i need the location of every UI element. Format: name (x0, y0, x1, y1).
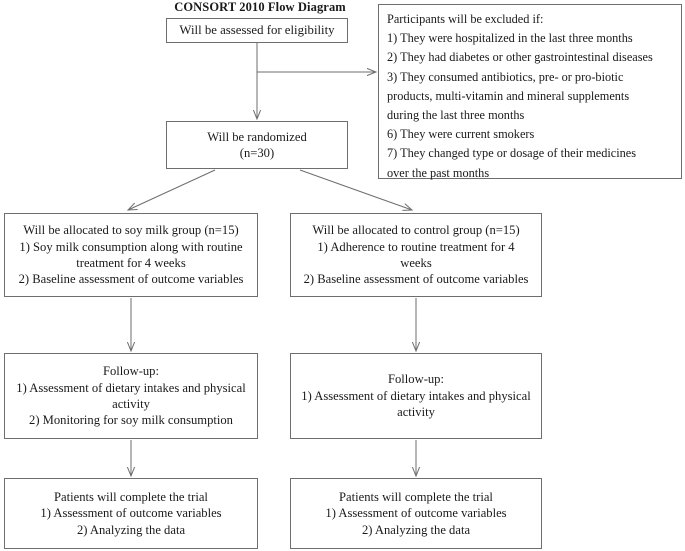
alloc-soy-line-4: 2) Baseline assessment of outcome variab… (18, 272, 244, 287)
box-followup-control: Follow-up: 1) Assessment of dietary inta… (290, 353, 542, 439)
followup-control-line-3: activity (397, 405, 435, 420)
alloc-soy-line-1: Will be allocated to soy milk group (n=1… (23, 223, 239, 238)
box-allocation-control: Will be allocated to control group (n=15… (290, 213, 542, 297)
complete-control-line-2: 1) Assessment of outcome variables (325, 506, 507, 521)
box-followup-soy-milk: Follow-up: 1) Assessment of dietary inta… (4, 353, 258, 439)
box-allocation-soy-milk: Will be allocated to soy milk group (n=1… (4, 213, 258, 297)
box-randomized-sample-size: (n=30) (239, 146, 275, 160)
alloc-control-line-2: 1) Adherence to routine treatment for 4 (317, 239, 515, 254)
exclusion-item-2: 2) They had diabetes or other gastrointe… (387, 50, 653, 65)
box-randomized-line-1: Will be randomized (207, 129, 307, 144)
box-randomized: Will be randomized (n=30) (166, 121, 348, 169)
followup-soy-line-4: 2) Monitoring for soy milk consumption (29, 413, 233, 428)
exclusion-item-3: 3) They consumed antibiotics, pre- or pr… (387, 69, 624, 84)
box-exclusion-criteria: Participants will be excluded if: 1) The… (378, 4, 682, 180)
exclusion-item-6: 6) They were current smokers (387, 127, 535, 142)
exclusion-item-7: 7) They changed type or dosage of their … (387, 146, 637, 161)
box-completion-control: Patients will complete the trial 1) Asse… (290, 478, 542, 549)
complete-soy-line-3: 2) Analyzing the data (76, 522, 186, 537)
exclusion-item-1: 1) They were hospitalized in the last th… (387, 31, 633, 46)
followup-control-line-2: 1) Assessment of dietary intakes and phy… (301, 388, 531, 403)
complete-control-line-3: 2) Analyzing the data (361, 522, 471, 537)
diagram-title: CONSORT 2010 Flow Diagram (174, 0, 346, 14)
exclusion-item-7-cont: over the past months (387, 165, 490, 180)
exclusion-item-3-cont-2: during the last three months (387, 108, 525, 123)
followup-control-heading: Follow-up: (388, 372, 444, 387)
alloc-soy-line-3: treatment for 4 weeks (76, 256, 186, 270)
alloc-soy-line-2: 1) Soy milk consumption along with routi… (19, 239, 243, 254)
box-completion-soy-milk: Patients will complete the trial 1) Asse… (4, 478, 258, 549)
followup-soy-heading: Follow-up: (103, 364, 159, 379)
box-eligibility: Will be assessed for eligibility (166, 18, 348, 43)
alloc-control-line-4: 2) Baseline assessment of outcome variab… (303, 272, 529, 287)
followup-soy-line-3: activity (112, 397, 150, 411)
complete-soy-line-2: 1) Assessment of outcome variables (40, 506, 222, 521)
arrow-randomized-to-soy-allocation (128, 169, 216, 210)
complete-control-line-1: Patients will complete the trial (339, 489, 493, 504)
complete-soy-line-1: Patients will complete the trial (54, 489, 208, 504)
exclusion-heading: Participants will be excluded if: (387, 12, 544, 26)
box-eligibility-line-1: Will be assessed for eligibility (179, 23, 335, 38)
followup-soy-line-2: 1) Assessment of dietary intakes and phy… (16, 380, 246, 395)
exclusion-item-3-cont-1: products, multi-vitamin and mineral supp… (387, 88, 630, 103)
alloc-control-line-1: Will be allocated to control group (n=15… (312, 223, 520, 238)
alloc-control-line-3: weeks (400, 256, 432, 270)
